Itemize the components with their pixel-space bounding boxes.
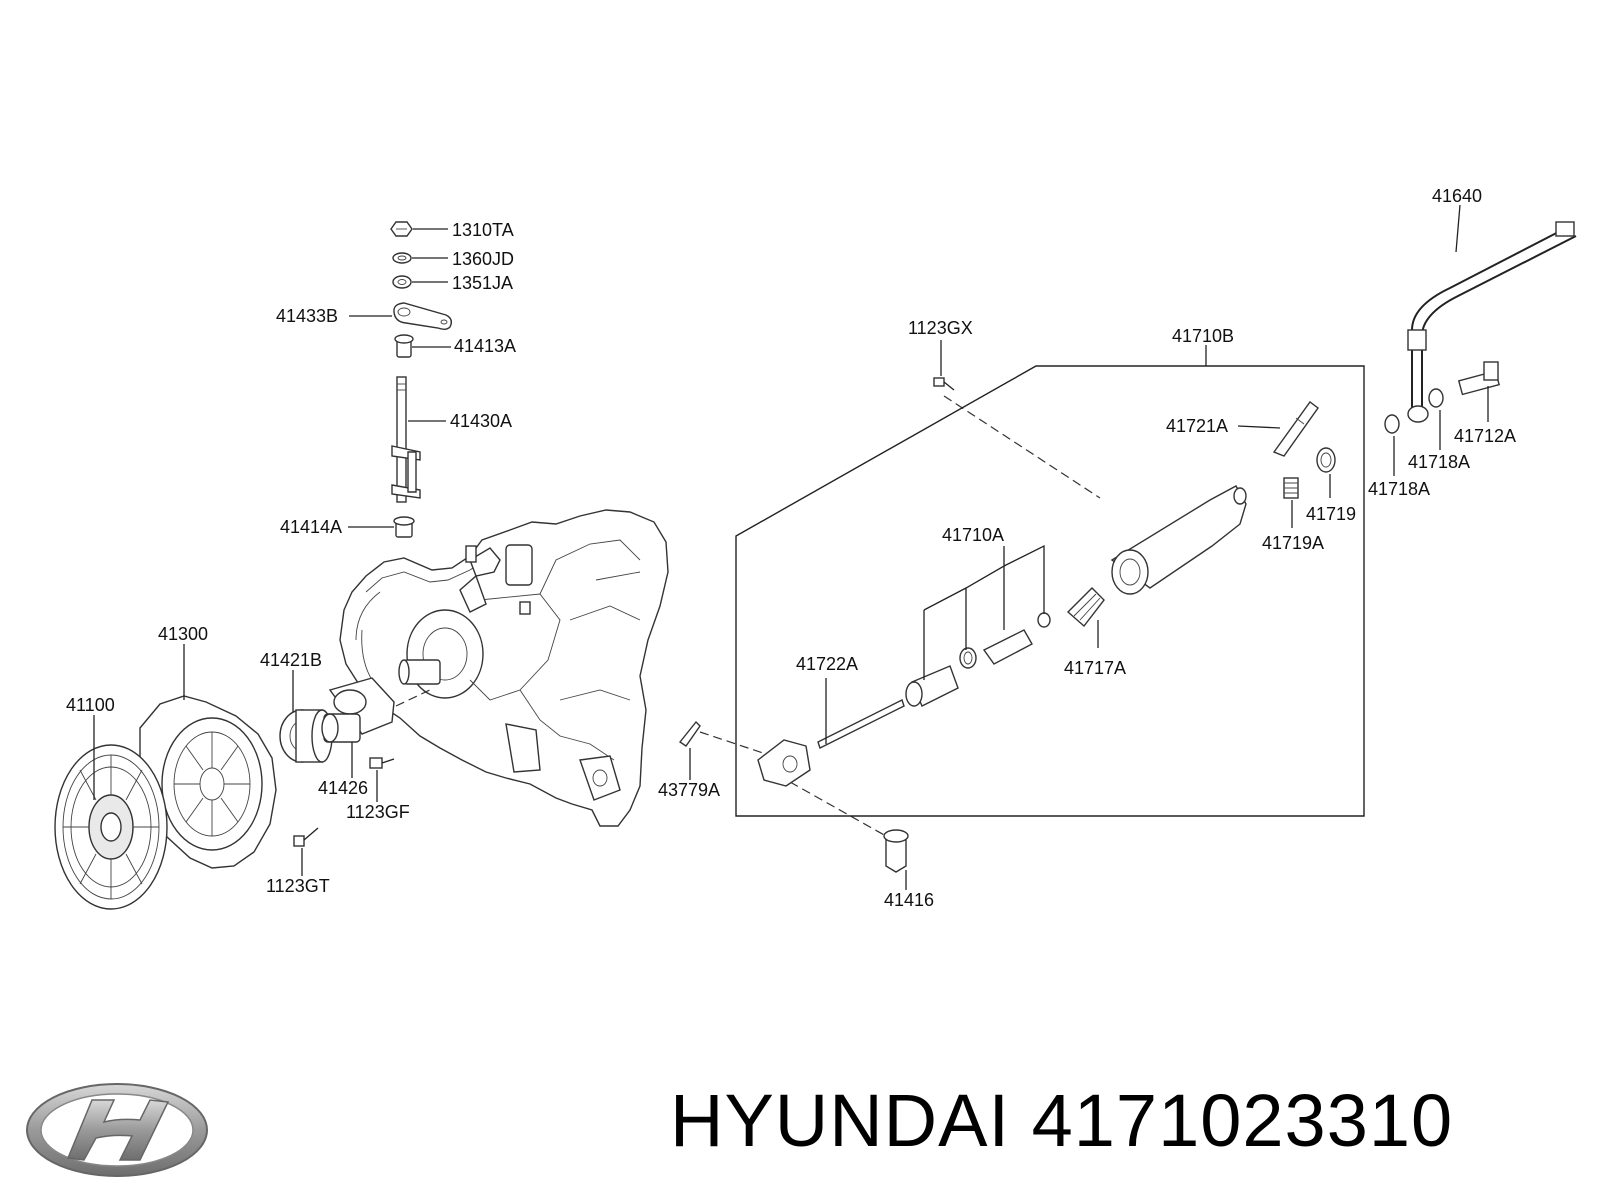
assembly-frame-41710b: [735, 365, 1365, 817]
bleeder-41721a: [1272, 401, 1319, 457]
label-41426: 41426: [318, 778, 368, 798]
release-fork-stack: [348, 221, 453, 538]
label-41718a-lower: 41718A: [1368, 479, 1430, 499]
label-1123gf: 1123GF: [346, 802, 410, 822]
boot-41717a: [1066, 587, 1105, 628]
label-41719: 41719: [1306, 504, 1356, 524]
gasket-41718a-lower: [1384, 414, 1400, 434]
label-41718a-upper: 41718A: [1408, 452, 1470, 472]
hyundai-logo-icon: [26, 1083, 208, 1177]
label-41640: 41640: [1432, 186, 1482, 206]
label-41416: 41416: [884, 890, 934, 910]
label-41712a: 41712A: [1454, 426, 1516, 446]
label-41414a: 41414A: [280, 517, 342, 537]
label-1360jd: 1360JD: [452, 249, 514, 269]
bolt-1123gf: [369, 757, 395, 769]
clutch-disc-41100: [54, 744, 168, 910]
part-number: 4171023310: [1031, 1079, 1454, 1162]
label-1351ja: 1351JA: [452, 273, 513, 293]
part-bush-41413a: [394, 334, 414, 358]
label-1123gt: 1123GT: [266, 876, 330, 896]
spring-41719a: [1283, 477, 1299, 499]
part-caption: HYUNDAI 4171023310: [670, 1078, 1453, 1163]
label-1123gx: 1123GX: [908, 318, 973, 338]
label-41710a: 41710A: [942, 525, 1004, 545]
label-41433b: 41433B: [276, 306, 338, 326]
label-41719a: 41719A: [1262, 533, 1324, 553]
label-41100: 41100: [66, 695, 115, 715]
split-pin-43779a: [678, 720, 701, 747]
label-41300: 41300: [158, 624, 208, 644]
transaxle-housing: [339, 509, 669, 827]
label-41421b: 41421B: [260, 650, 322, 670]
part-washer-1351ja: [392, 275, 412, 289]
cap-41719: [1316, 447, 1336, 473]
label-41717a: 41717A: [1064, 658, 1126, 678]
bolt-1123gx: [933, 377, 955, 391]
piston-kit-41710a: [905, 612, 1051, 707]
slave-cylinder-body: [1110, 485, 1247, 595]
clutch-cover-41300: [139, 695, 277, 869]
push-rod-41722a: [757, 699, 905, 787]
release-bearing-41421b: [279, 709, 333, 763]
part-bush-41414a: [393, 516, 415, 538]
label-43779a: 43779A: [658, 780, 720, 800]
label-41710b: 41710B: [1172, 326, 1234, 346]
label-41413a: 41413A: [454, 336, 516, 356]
clevis-pin-41416: [883, 829, 909, 873]
brand-name: HYUNDAI: [670, 1079, 1011, 1162]
clutch-pipe-41640: [1407, 221, 1577, 423]
sleeve-41426: [321, 677, 395, 743]
gasket-41718a-upper: [1428, 388, 1444, 408]
label-41430a: 41430A: [450, 411, 512, 431]
part-shaft-41430a: [391, 376, 421, 503]
part-washer-1360jd: [392, 252, 412, 264]
label-41722a: 41722A: [796, 654, 858, 674]
bolt-1123gt: [293, 827, 319, 847]
part-nut-1310ta: [390, 221, 413, 237]
union-bolt-41712a: [1457, 361, 1500, 396]
label-1310ta: 1310TA: [452, 220, 514, 240]
label-41721a: 41721A: [1166, 416, 1228, 436]
part-lever-41433b: [393, 302, 453, 330]
